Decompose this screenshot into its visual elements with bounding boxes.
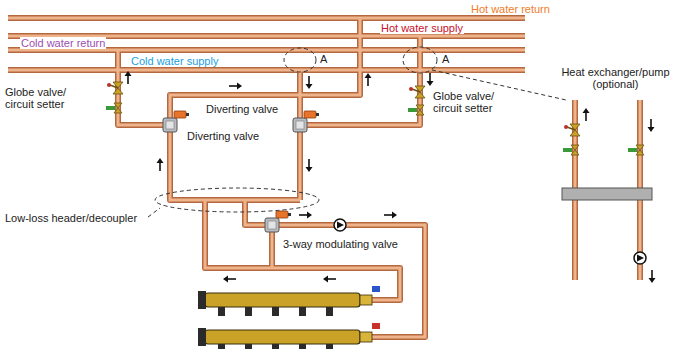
pipe-outline xyxy=(8,18,640,337)
circuit-port xyxy=(218,307,333,349)
valve-label: Diverting valve xyxy=(186,130,260,142)
pump-symbol xyxy=(634,252,646,264)
circuit-port xyxy=(299,344,306,349)
circuit-port xyxy=(272,344,279,349)
detail-callout xyxy=(148,47,566,217)
valve-label: Globe valve/ circuit setter xyxy=(4,86,86,110)
circuit-port xyxy=(326,344,333,349)
heat-exchanger xyxy=(562,188,652,200)
callout-letter: A xyxy=(441,53,450,65)
globe-valve-symbol xyxy=(409,86,425,98)
circuit-port xyxy=(326,307,333,316)
valve-label: 3-way modulating valve xyxy=(282,238,399,250)
pipe-fill xyxy=(8,18,640,337)
pipe-label: Cold water supply xyxy=(130,55,219,67)
globe-valve-symbol xyxy=(564,124,580,136)
globe-valve-symbol xyxy=(107,82,123,94)
ball-valve-symbol xyxy=(628,145,644,155)
circuit-port xyxy=(299,307,306,316)
valve-label: Diverting valve xyxy=(205,103,279,115)
ball-valve-symbol xyxy=(563,145,579,155)
circuit-port xyxy=(218,307,225,316)
pipe-label: Hot water return xyxy=(470,3,551,15)
header-label: Low-loss header/decoupler xyxy=(4,212,138,224)
pipe-label: Hot water supply xyxy=(380,22,464,34)
callout-letter: A xyxy=(319,53,328,65)
circuit-port xyxy=(245,344,252,349)
diverting-valve-symbol xyxy=(293,111,319,132)
circuit-port xyxy=(245,307,252,316)
circuit-port xyxy=(218,344,225,349)
inset-label: Heat exchanger/pump (optional) xyxy=(552,66,679,90)
manifold xyxy=(198,286,380,346)
circuit-port xyxy=(272,307,279,316)
ball-valve-symbol xyxy=(106,103,122,113)
valve-label: Globe valve/ circuit setter xyxy=(432,90,514,114)
flow-arrow xyxy=(125,71,656,283)
diverting-valve-symbol xyxy=(163,111,189,132)
ball-valve-symbol xyxy=(408,105,424,115)
pipe-label: Cold water return xyxy=(20,37,106,49)
three-way-valve-symbol xyxy=(265,211,291,232)
pump-symbol xyxy=(334,219,346,231)
